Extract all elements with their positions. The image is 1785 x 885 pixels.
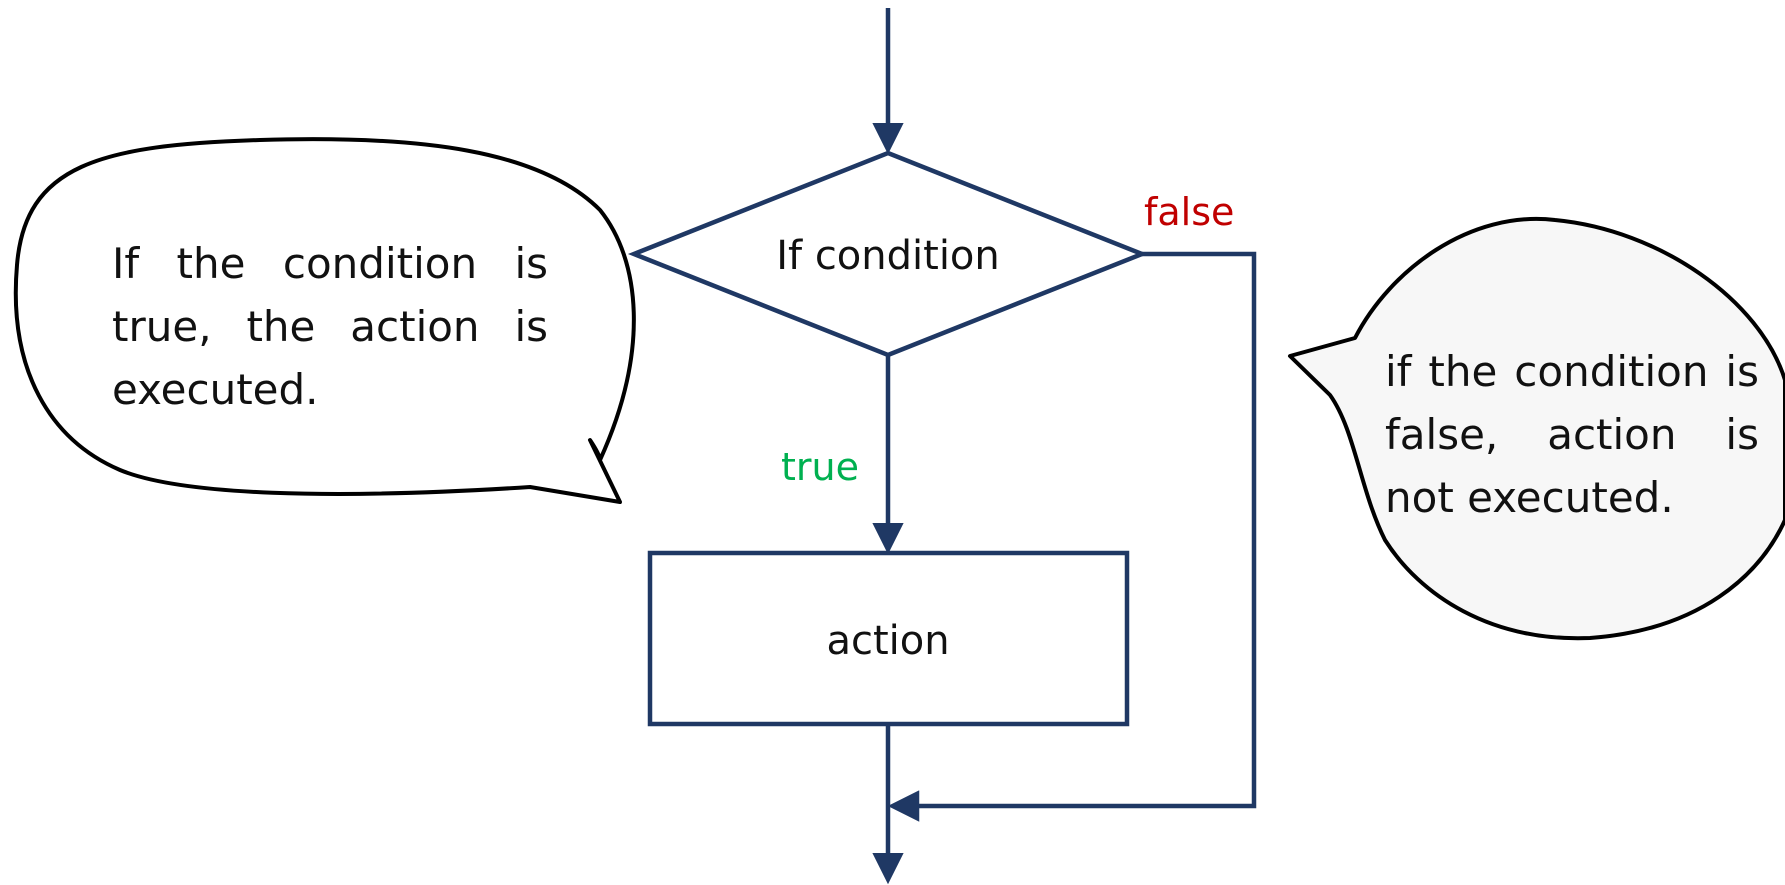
false-branch-line [1125,251,1257,809]
right-callout-text: if the condition is false, action is not… [1385,347,1759,522]
right-callout-bubble [1288,216,1785,641]
true-branch-label: true [781,445,859,489]
action-box [647,550,1130,727]
left-callout-bubble [13,137,636,504]
false-branch-label: false [1144,190,1235,234]
action-label: action [826,618,950,664]
left-callout-text: If the condition is true, the action is … [112,239,548,414]
decision-label: If condition [776,233,1000,279]
